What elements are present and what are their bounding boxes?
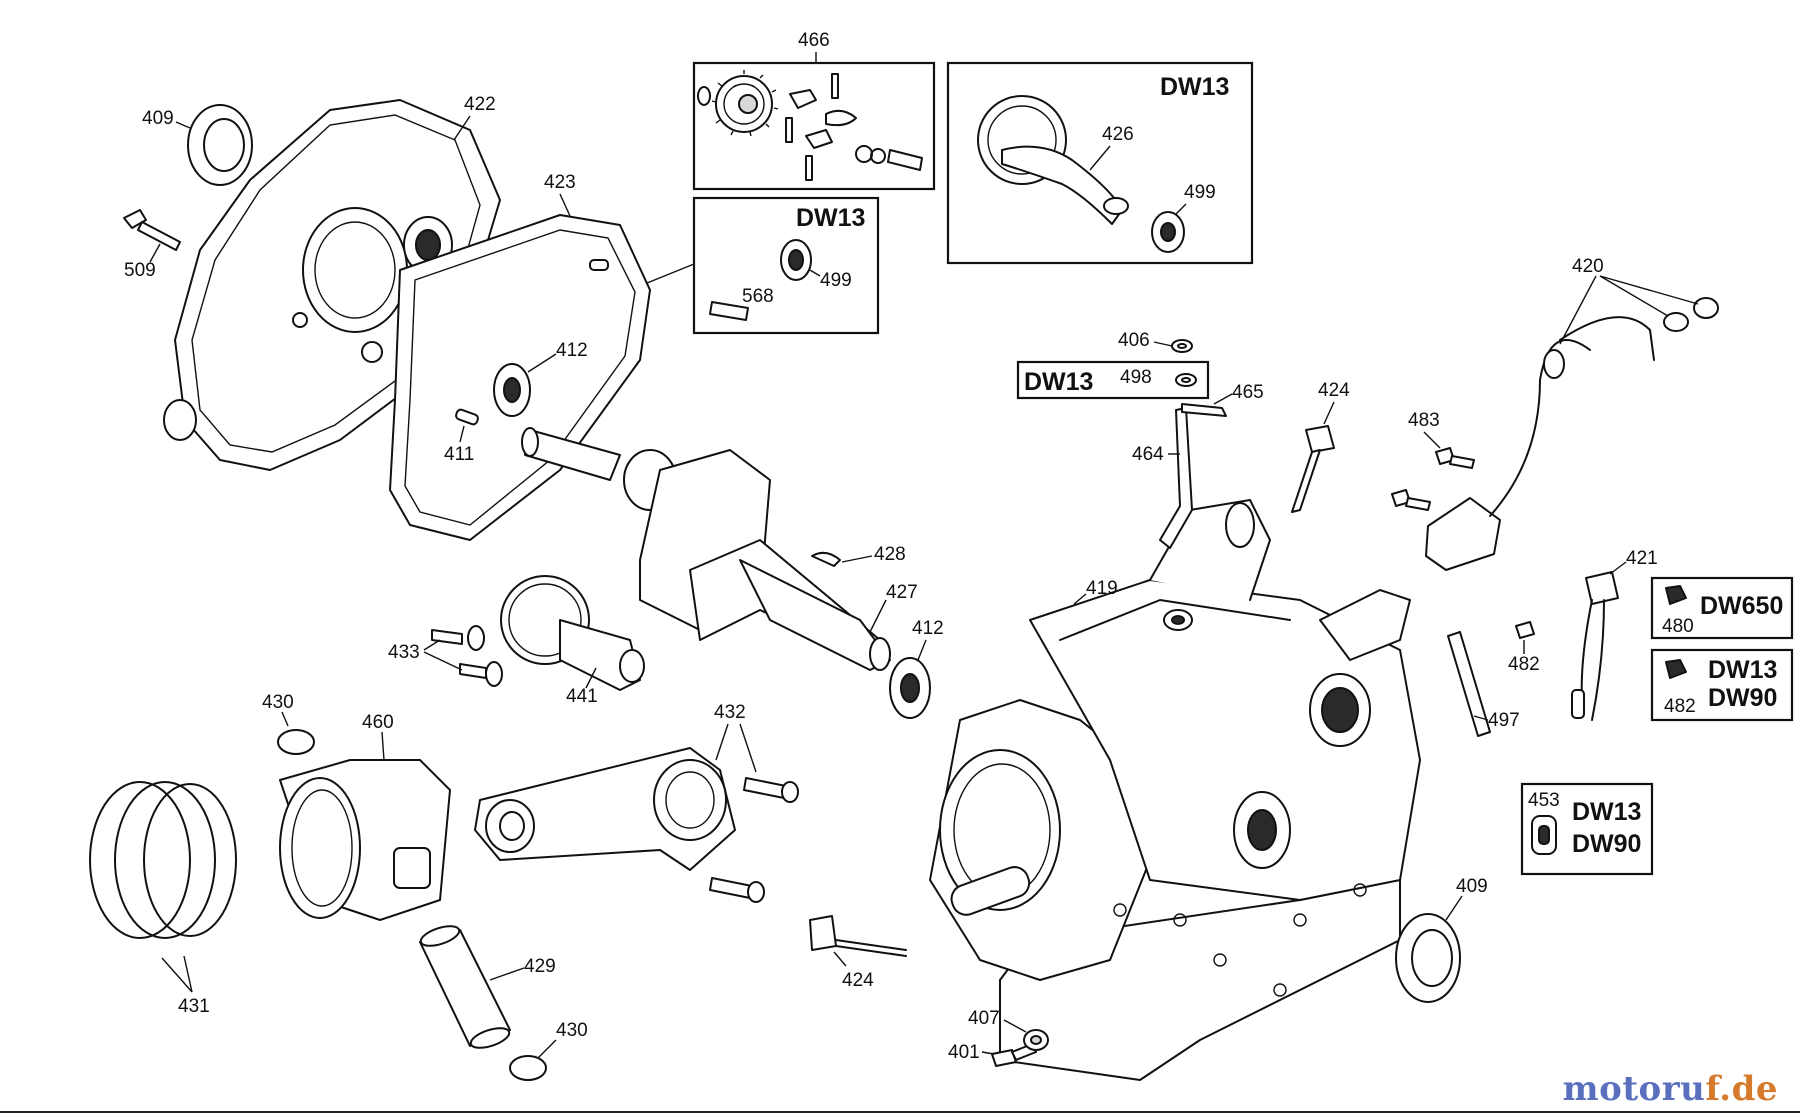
box-dw13-dw90-482: DW13 DW90 482	[1650, 648, 1794, 722]
crankshaft-427: 427	[521, 427, 918, 671]
oil-seal-409-right: 409	[1395, 876, 1488, 1003]
box-453: 453 DW13 DW90	[1520, 782, 1654, 876]
part-number-482: 482	[1664, 696, 1696, 717]
part-number-420: 420	[1572, 256, 1604, 277]
part-number-407: 407	[968, 1008, 1000, 1029]
governor-arm-464: 464	[1132, 407, 1193, 549]
part-number-430: 430	[262, 692, 294, 713]
part-number-401: 401	[948, 1042, 980, 1063]
part-number-431: 431	[178, 996, 210, 1017]
box-466-governor-gear: 466	[692, 30, 936, 191]
part-number-424: 424	[842, 970, 874, 991]
part-number-482: 482	[1508, 654, 1540, 675]
part-number-422: 422	[464, 94, 496, 115]
ignition-coil-420: 420	[1425, 256, 1719, 571]
circlip-430-upper: 430	[262, 692, 315, 755]
bolt-509: 509	[123, 209, 181, 281]
variant-code: DW13	[1708, 656, 1777, 684]
tappets-433: 433	[388, 625, 503, 687]
bearing-412-upper: 412	[493, 340, 588, 417]
washer-407: 407	[968, 1008, 1049, 1051]
piston-460: 460	[279, 712, 451, 921]
box-dw650: DW650 480	[1650, 576, 1794, 640]
washer-406: 406	[1118, 330, 1193, 353]
part-number-419: 419	[1086, 578, 1118, 599]
part-number-483: 483	[1408, 410, 1440, 431]
part-number-432: 432	[714, 702, 746, 723]
part-number-411: 411	[444, 444, 474, 465]
part-number-409: 409	[142, 108, 174, 129]
bearing-412-lower: 412	[889, 618, 944, 719]
part-number-480: 480	[1662, 616, 1694, 637]
box-bearing-dw13: DW13 499 568	[530, 196, 880, 335]
governor-shaft-465: 465	[1181, 382, 1264, 417]
part-number-499: 499	[1184, 182, 1216, 203]
piston-pin-429: 429	[419, 925, 556, 1049]
part-number-441: 441	[566, 686, 598, 707]
oil-sensor-424-upper: 424	[1291, 380, 1350, 513]
variant-code: DW13	[1024, 368, 1093, 396]
circlip-430-lower: 430	[509, 1020, 588, 1081]
variant-code: DW13	[796, 204, 865, 232]
part-number-568: 568	[742, 286, 774, 307]
dowel-411: 411	[444, 408, 479, 465]
part-number-430: 430	[556, 1020, 588, 1041]
part-number-466: 466	[798, 30, 830, 51]
piston-rings-431: 431	[89, 781, 237, 1017]
part-number-509: 509	[124, 260, 156, 281]
engine-block-419: 419	[929, 499, 1421, 1081]
part-number-424: 424	[1318, 380, 1350, 401]
stop-switch-421: 421	[1571, 548, 1658, 721]
connecting-rod-432: 432	[474, 702, 799, 903]
part-number-428: 428	[874, 544, 906, 565]
part-number-433: 433	[388, 642, 420, 663]
dipstick-424-lower: 424	[809, 915, 907, 991]
part-number-423: 423	[544, 172, 576, 193]
variant-code: DW650	[1700, 592, 1783, 620]
key-428: 428	[811, 544, 906, 567]
oil-seal-409-left: 409	[142, 104, 253, 186]
site-watermark: motoruf.de	[1563, 1069, 1778, 1109]
part-number-497: 497	[1488, 710, 1520, 731]
part-number-412: 412	[912, 618, 944, 639]
variant-code: DW13	[1572, 798, 1641, 826]
watermark-part1: motoru	[1562, 1069, 1706, 1109]
box-washer-dw13: DW13 498	[1016, 360, 1210, 400]
part-number-421: 421	[1626, 548, 1658, 569]
variant-code: DW13	[1160, 73, 1229, 101]
part-number-460: 460	[362, 712, 394, 733]
part-number-427: 427	[886, 582, 918, 603]
part-number-406: 406	[1118, 330, 1150, 351]
watermark-part2: f.de	[1705, 1069, 1778, 1109]
camshaft-441: 441	[500, 575, 645, 707]
part-number-426: 426	[1102, 124, 1134, 145]
variant-code: DW90	[1708, 684, 1777, 712]
screw-482: 482	[1508, 621, 1540, 675]
part-number-412: 412	[556, 340, 588, 361]
part-number-464: 464	[1132, 444, 1164, 465]
bolts-483: 483	[1391, 410, 1475, 511]
spacer-497: 497	[1447, 631, 1520, 737]
part-number-465: 465	[1232, 382, 1264, 403]
part-number-499: 499	[820, 270, 852, 291]
variant-code: DW90	[1572, 830, 1641, 858]
bottom-divider	[0, 1111, 1800, 1113]
part-number-453: 453	[1528, 790, 1560, 811]
part-number-429: 429	[524, 956, 556, 977]
part-number-498: 498	[1120, 367, 1152, 388]
box-balancer-dw13: DW13 426 499	[946, 61, 1254, 265]
part-number-409: 409	[1456, 876, 1488, 897]
